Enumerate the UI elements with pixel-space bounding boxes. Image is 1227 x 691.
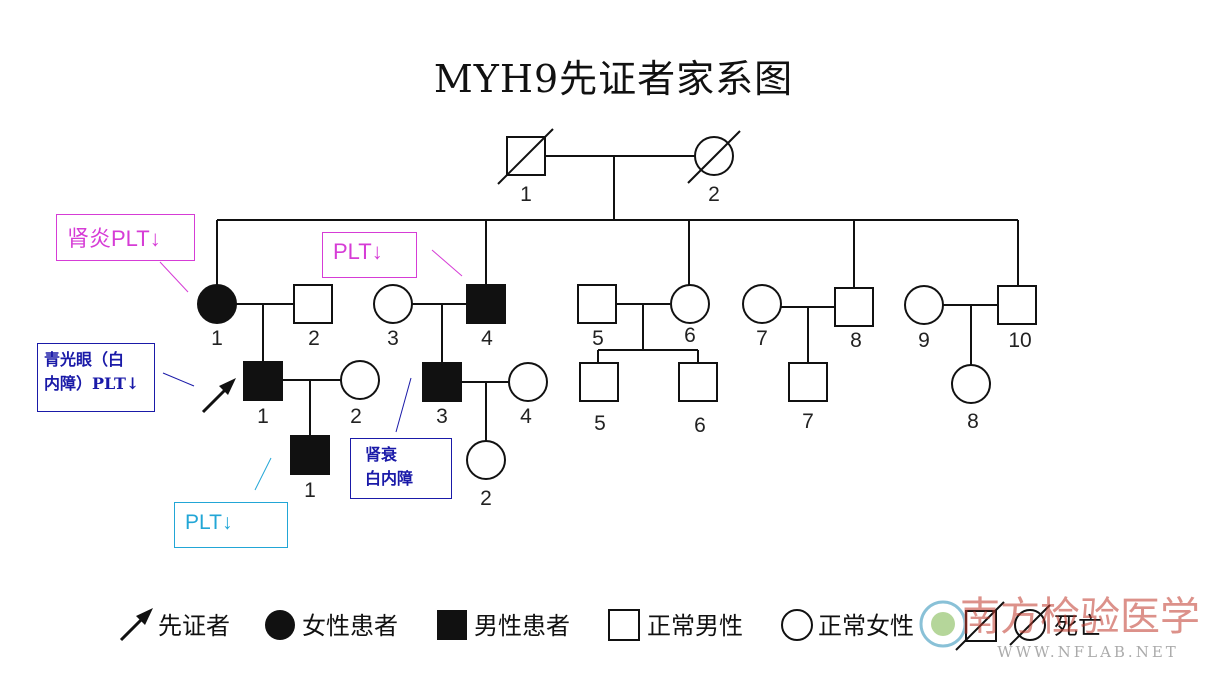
note-proband-line2: 内障）PLT↓ [44,374,140,393]
gen4-affected-male-1 [290,435,330,475]
label-g1-1: 1 [520,183,532,206]
deceased-slash [687,130,741,184]
note-cousin-line2: 白内障 [365,469,414,488]
legend-normal-male-symbol [608,609,640,641]
gen3-affected-male-3 [422,362,462,402]
label-g3-3: 3 [436,405,448,428]
gen2-affected-male-4 [466,284,506,324]
label-g2-1: 1 [211,327,223,350]
gen2-affected-female-1 [197,284,237,324]
note-leader-cousin [395,377,412,433]
label-g2-4: 4 [481,327,493,350]
label-g2-7: 7 [756,327,768,350]
gen2-female-7 [742,284,782,324]
legend-label-affected-male: 男性患者 [474,612,570,640]
gen3-female-2 [340,360,380,400]
proband-arrow [201,378,236,414]
watermark-logo-icon [919,600,967,648]
label-g2-10: 10 [1008,329,1031,352]
label-g3-1: 1 [257,405,269,428]
watermark: 南方检验医学 WWW.NFLAB.NET [919,594,1200,661]
legend-normal-female-symbol [781,609,813,641]
label-g2-2: 2 [308,327,320,350]
note-proband: 青光眼（白 内障）PLT↓ [37,343,155,412]
label-g4-2: 2 [480,487,492,510]
label-g2-5: 5 [592,327,604,350]
note-cousin-line1: 肾衰 [365,445,398,464]
label-g2-8: 8 [850,329,862,352]
note-leader-proband [162,372,195,387]
legend-label-affected-female: 女性患者 [302,612,398,640]
label-g2-9: 9 [918,329,930,352]
gen2-male-8 [834,287,874,327]
legend-label-deceased: 死亡 [1054,612,1102,640]
label-g3-6: 6 [694,414,706,437]
label-g2-6: 6 [684,324,696,347]
watermark-url: WWW.NFLAB.NET [997,643,1179,661]
legend-affected-female-symbol [265,610,295,640]
legend-label-normal-female: 正常女性 [818,612,914,640]
label-g3-4: 4 [520,405,532,428]
label-g3-7: 7 [802,410,814,433]
label-g1-2: 2 [708,183,720,206]
note-child: PLT↓ [174,502,288,548]
gen3-male-6 [678,362,718,402]
gen2-male-10 [997,285,1037,325]
page-title: MYH9先证者家系图 [433,57,794,101]
gen4-female-2 [466,440,506,480]
legend-proband-arrow [119,608,153,642]
gen3-proband-male-1 [243,361,283,401]
gen2-male-2 [293,284,333,324]
label-g3-5: 5 [594,412,606,435]
connection-lines [216,155,1019,441]
label-g2-3: 3 [387,327,399,350]
gen3-female-8 [951,364,991,404]
note-leader-uncle [431,249,463,277]
gen3-male-7 [788,362,828,402]
gen3-male-5 [579,362,619,402]
gen2-female-3 [373,284,413,324]
note-leader-aunt [159,261,189,293]
label-g3-8: 8 [967,410,979,433]
legend-label-proband: 先证者 [158,612,230,640]
note-uncle: PLT↓ [322,232,417,278]
deceased-slash [497,128,554,185]
gen3-female-4 [508,362,548,402]
legend-label-normal-male: 正常男性 [647,612,743,640]
legend-deceased-slash [1009,604,1051,646]
note-aunt: 肾炎PLT↓ [56,214,195,261]
label-g4-1: 1 [304,479,316,502]
legend-affected-male-symbol [437,610,467,640]
note-leader-child [254,457,272,491]
legend-deceased-slash [955,601,1005,651]
note-proband-line1: 青光眼（白 [44,350,125,369]
legend: 先证者 女性患者 男性患者 正常男性 正常女性 死亡 [119,601,1102,651]
gen2-male-5 [577,284,617,324]
gen2-female-6 [670,284,710,324]
watermark-logo-core [931,612,955,636]
label-g3-2: 2 [350,405,362,428]
note-cousin: 肾衰 白内障 [350,438,452,499]
watermark-chars: 南方检验医学 [960,594,1200,640]
gen2-female-9 [904,285,944,325]
